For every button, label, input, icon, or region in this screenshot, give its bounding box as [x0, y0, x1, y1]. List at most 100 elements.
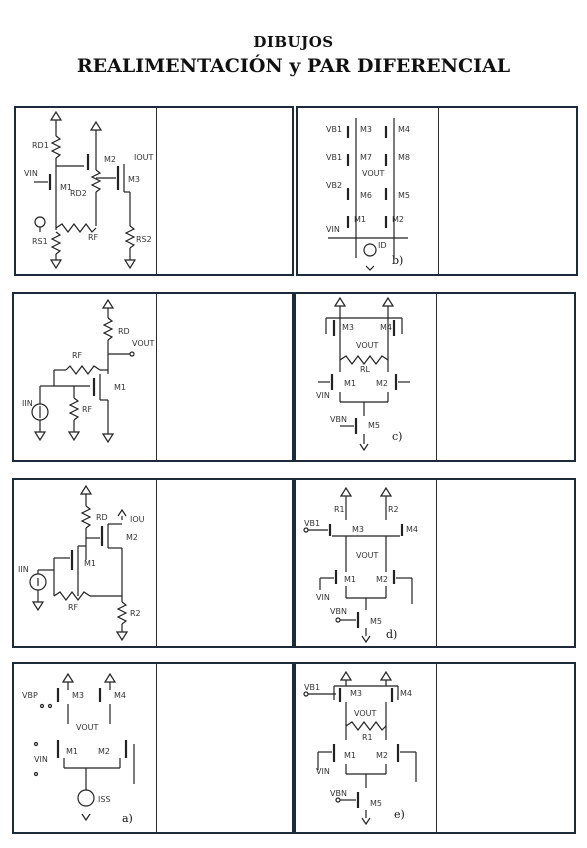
label-iout: IOUT: [134, 153, 154, 162]
label-rs2: RS2: [136, 235, 152, 244]
circuit-drawing: RD IOU M2 IIN M1 RF R2: [18, 484, 145, 642]
label-rf-bottom: RF: [82, 405, 93, 414]
label-m4: M4: [114, 691, 126, 700]
label-m5: M5: [398, 191, 410, 200]
label-m8: M8: [398, 153, 410, 162]
label-m1: M1: [84, 559, 96, 568]
label-m5: M5: [370, 617, 382, 626]
label-rf: RF: [68, 603, 79, 612]
label-m1: M1: [344, 751, 356, 760]
label-r2: R2: [130, 609, 141, 618]
label-vin: VIN: [316, 593, 330, 602]
label-m7: M7: [360, 153, 372, 162]
circuit-drawing: RF RD VOUT M1 IIN RF: [22, 298, 154, 444]
label-vbn: VBN: [330, 789, 347, 798]
label-vout: VOUT: [356, 551, 378, 560]
label-m2: M2: [376, 379, 388, 388]
label-m2: M2: [376, 751, 388, 760]
label-m1: M1: [114, 383, 126, 392]
circuit-cell: [14, 480, 157, 646]
label-m3: M3: [350, 689, 362, 698]
row-1-left-panel: VIN RD1 M2 IOUT M1 M3 RD2 RF RS1 RS2: [14, 106, 294, 276]
label-m2: M2: [392, 215, 404, 224]
label-vout: VOUT: [132, 339, 154, 348]
row-3-left-panel: RD IOU M2 IIN M1 RF R2: [12, 478, 294, 648]
label-vin: VIN: [316, 767, 330, 776]
label-rf-top: RF: [72, 351, 83, 360]
circuit-drawing: VB1 M3 M4 VB1 M7 M8 VOUT VB2 M6 M5 M1 M2…: [326, 118, 410, 271]
circuit-drawing: VB1 M3 M4 VOUT R1 M1 M2 VIN VBN M5 e): [303, 670, 417, 826]
label-m3: M3: [342, 323, 354, 332]
label-m3: M3: [352, 525, 364, 534]
label-m4: M4: [398, 125, 410, 134]
circuit-cell: [298, 108, 439, 274]
row-3-right-panel: R1 R2 VB1 M3 M4 VOUT M1 M2 VIN VBN M5 d): [294, 478, 576, 648]
label-m6: M6: [360, 191, 372, 200]
label-r1: R1: [334, 505, 345, 514]
label-vout: VOUT: [76, 723, 98, 732]
circuit-cell: [296, 664, 437, 832]
circuit-cell: [296, 294, 437, 460]
label-m3: M3: [360, 125, 372, 134]
row-4-right-panel: VB1 M3 M4 VOUT R1 M1 M2 VIN VBN M5 e): [294, 662, 576, 834]
label-m4: M4: [406, 525, 418, 534]
label-rs1: RS1: [32, 237, 48, 246]
circuit-cell: [14, 664, 157, 832]
label-iou: IOU: [130, 515, 145, 524]
label-m2: M2: [104, 155, 116, 164]
circuit-tag: c): [392, 430, 402, 443]
label-iin: IIN: [22, 399, 33, 408]
label-rd: RD: [96, 513, 108, 522]
circuit-cell: [16, 108, 157, 274]
circuit-drawing: VBP M3 M4 VOUT M1 M2 VIN ISS a): [22, 672, 135, 825]
label-m5: M5: [370, 799, 382, 808]
row-1-right-panel: VB1 M3 M4 VB1 M7 M8 VOUT VB2 M6 M5 M1 M2…: [296, 106, 578, 276]
circuit-tag: a): [122, 812, 133, 825]
label-vbn: VBN: [330, 607, 347, 616]
label-m1: M1: [66, 747, 78, 756]
label-vb1: VB1: [326, 125, 342, 134]
row-2-left-panel: RF RD VOUT M1 IIN RF: [12, 292, 294, 462]
label-r2: R2: [388, 505, 399, 514]
label-vout: VOUT: [362, 169, 384, 178]
circuit-tag: d): [386, 628, 397, 641]
label-m5: M5: [368, 421, 380, 430]
label-rd1: RD1: [32, 141, 49, 150]
circuit-cell: [14, 294, 157, 460]
page-subtitle: REALIMENTACIÓN y PAR DIFERENCIAL: [76, 55, 511, 77]
circuit-cell: [296, 480, 437, 646]
label-m3: M3: [128, 175, 140, 184]
label-vb1: VB1: [304, 683, 320, 692]
row-4-left-panel: VBP M3 M4 VOUT M1 M2 VIN ISS a): [12, 662, 294, 834]
label-vin: VIN: [34, 755, 48, 764]
label-iss: ISS: [98, 795, 111, 804]
label-vb2: VB2: [326, 181, 342, 190]
label-rl: RL: [360, 365, 371, 374]
label-rd: RD: [118, 327, 130, 336]
label-iin: IIN: [18, 565, 29, 574]
label-vb1: VB1: [304, 519, 320, 528]
label-m1: M1: [344, 379, 356, 388]
label-vout: VOUT: [354, 709, 376, 718]
label-r1: R1: [362, 733, 373, 742]
label-m1: M1: [354, 215, 366, 224]
circuit-tag: e): [394, 808, 405, 821]
label-m2: M2: [126, 533, 138, 542]
label-vin: VIN: [316, 391, 330, 400]
label-vin: VIN: [24, 169, 38, 178]
label-vout: VOUT: [356, 341, 378, 350]
label-m4: M4: [400, 689, 412, 698]
label-m2: M2: [376, 575, 388, 584]
label-rf: RF: [88, 233, 99, 242]
label-vin: VIN: [326, 225, 340, 234]
label-vb1-2: VB1: [326, 153, 342, 162]
row-2-right-panel: M3 M4 VOUT RL M1 M2 VIN VBN M5 c): [294, 292, 576, 462]
label-m1: M1: [60, 183, 72, 192]
label-m1: M1: [344, 575, 356, 584]
circuit-drawing: VIN RD1 M2 IOUT M1 M3 RD2 RF RS1 RS2: [24, 110, 154, 270]
circuit-drawing: R1 R2 VB1 M3 M4 VOUT M1 M2 VIN VBN M5 d): [303, 486, 418, 644]
label-id: ID: [378, 241, 387, 250]
page-title: DIBUJOS: [253, 33, 334, 51]
label-m3: M3: [72, 691, 84, 700]
label-vbp: VBP: [22, 691, 38, 700]
